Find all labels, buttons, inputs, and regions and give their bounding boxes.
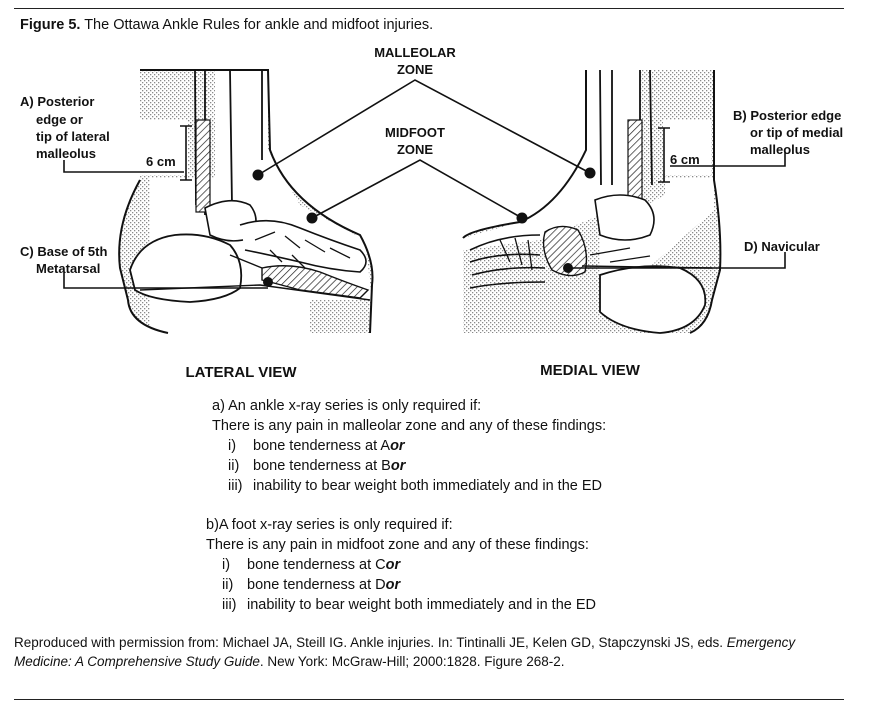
lateral-view-label: LATERAL VIEW — [185, 364, 297, 381]
label-c-line1: C) Base of 5th — [20, 244, 107, 259]
fifth-metatarsal-marker — [263, 277, 273, 287]
malleolar-zone-label-line1: MALLEOLAR — [374, 45, 456, 60]
cm-label-left: 6 cm — [146, 154, 176, 169]
foot-xray-criteria: b)A foot x-ray series is only required i… — [206, 515, 596, 615]
list-item: i)bone tenderness at A or — [228, 438, 405, 454]
label-b-line2: or tip of medial — [750, 125, 843, 140]
midfoot-zone-marker-right — [516, 212, 528, 224]
list-item: iii)inability to bear weight both immedi… — [228, 478, 602, 494]
label-a-line1: A) Posterior — [20, 94, 94, 109]
list-item: ii)bone tenderness at D or — [222, 577, 401, 593]
label-a-line4: malleolus — [36, 146, 96, 161]
label-d: D) Navicular — [744, 239, 820, 254]
label-b-line1: B) Posterior edge — [733, 108, 841, 123]
label-leaders — [63, 125, 786, 289]
midfoot-zone-label-line1: MIDFOOT — [385, 125, 445, 140]
lateral-foot-illustration — [118, 69, 374, 334]
ankle-xray-criteria: a) An ankle x-ray series is only require… — [212, 396, 606, 496]
bottom-rule — [14, 699, 844, 700]
figure-label: Figure 5. — [20, 17, 81, 33]
midfoot-zone-label-line2: ZONE — [397, 142, 433, 157]
criteria-b-intro: There is any pain in midfoot zone and an… — [206, 537, 589, 553]
medial-foot-illustration — [462, 69, 722, 334]
ottawa-ankle-diagram: MALLEOLAR ZONE MIDFOOT ZONE A) Posterior… — [20, 45, 843, 381]
malleolar-zone-pointers — [257, 79, 591, 176]
malleolar-zone-label-line2: ZONE — [397, 62, 433, 77]
reference-citation: Reproduced with permission from: Michael… — [14, 633, 844, 671]
label-c-line2: Metatarsal — [36, 261, 100, 276]
label-b-line3: malleolus — [750, 142, 810, 157]
midfoot-zone-pointers — [311, 159, 523, 219]
figure-title: The Ottawa Ankle Rules for ankle and mid… — [80, 17, 434, 33]
label-a-line2: edge or — [36, 112, 83, 127]
malleolar-zone-marker-right — [584, 167, 596, 179]
criteria-b-title: b)A foot x-ray series is only required i… — [206, 517, 453, 533]
criteria-a-title: a) An ankle x-ray series is only require… — [212, 398, 482, 414]
list-item: ii)bone tenderness at B or — [228, 458, 406, 474]
label-a-line3: tip of lateral — [36, 129, 110, 144]
list-item: i)bone tenderness at C or — [222, 557, 401, 573]
figure-caption: Figure 5. The Ottawa Ankle Rules for ank… — [20, 17, 433, 33]
list-item: iii)inability to bear weight both immedi… — [222, 597, 596, 613]
midfoot-zone-marker-left — [306, 212, 318, 224]
medial-view-label: MEDIAL VIEW — [540, 362, 641, 379]
top-rule — [14, 8, 844, 9]
cm-label-right: 6 cm — [670, 152, 700, 167]
malleolar-zone-marker-left — [252, 169, 264, 181]
reference-book-title: Emergency Medicine: A Comprehensive Stud… — [14, 635, 796, 669]
reference-tail: . New York: McGraw-Hill; 2000:1828. Figu… — [259, 654, 565, 669]
criteria-a-intro: There is any pain in malleolar zone and … — [212, 418, 607, 434]
reference-text: Reproduced with permission from: Michael… — [14, 635, 727, 650]
